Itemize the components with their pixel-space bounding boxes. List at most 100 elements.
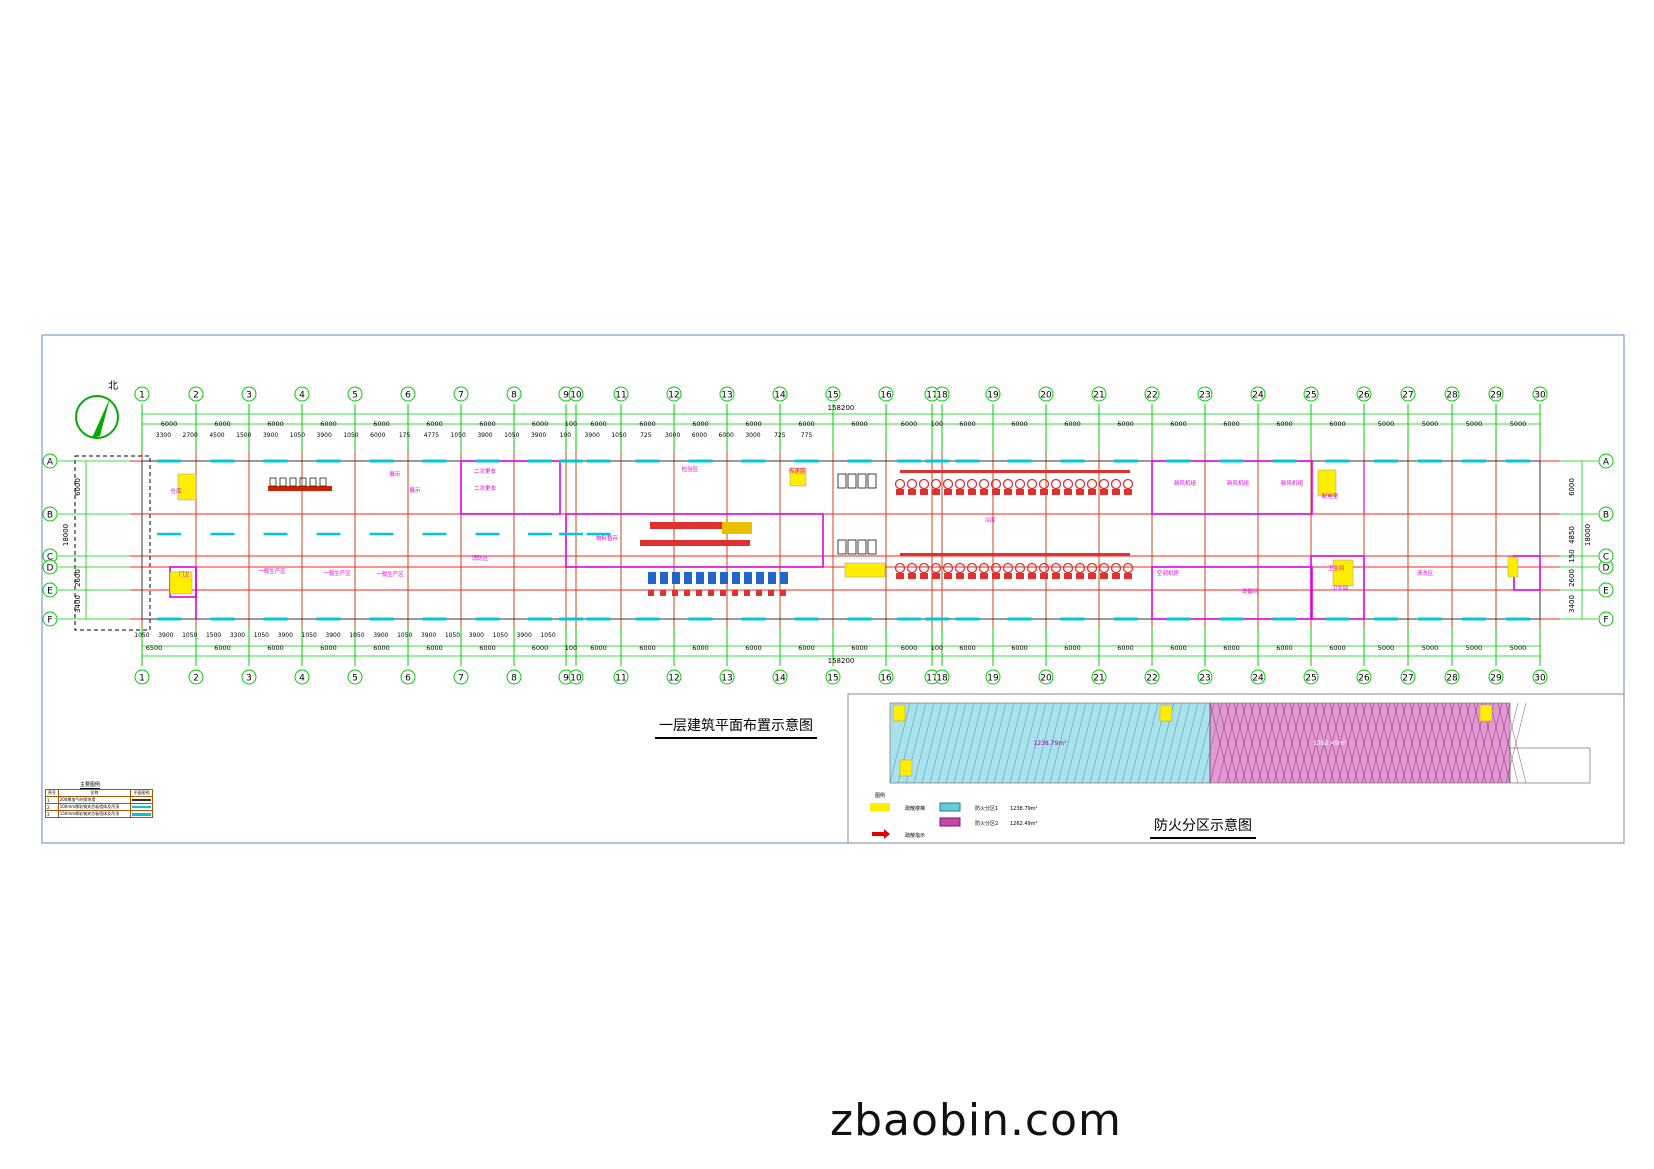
bottom-dim: 6000 xyxy=(1064,644,1081,652)
legend-row: 1 200厚加气砼砌块墙 xyxy=(45,796,154,804)
axis-bubble xyxy=(568,669,584,685)
machine xyxy=(857,473,867,489)
hatch-line xyxy=(1297,702,1319,784)
hatch-line xyxy=(1385,702,1407,784)
main-title: 一层建筑平面布置示意图 xyxy=(655,715,817,739)
filling-machine xyxy=(720,590,726,596)
tank xyxy=(1086,478,1098,490)
top-dim: 6000 xyxy=(959,420,976,428)
legend-header-cell: 名称 xyxy=(57,789,131,797)
exterior-wall xyxy=(141,460,1541,620)
hatch-line xyxy=(1289,702,1311,784)
axis-label: 29 xyxy=(1490,391,1502,401)
axis-bubble xyxy=(1197,386,1213,402)
axis-bubble xyxy=(1598,453,1614,469)
room-label: 二次更衣 xyxy=(474,467,497,475)
axis-label: 30 xyxy=(1534,674,1546,684)
top-sub-dim: 1500 xyxy=(236,432,251,439)
axis-bubble xyxy=(1197,669,1213,685)
axis-bubble xyxy=(506,669,522,685)
axis-label: A xyxy=(47,458,54,468)
tank-base xyxy=(920,573,928,579)
tank-base xyxy=(1028,573,1036,579)
axis-bubble xyxy=(1488,386,1504,402)
machine xyxy=(857,539,867,555)
top-dim: 5000 xyxy=(1422,420,1439,428)
hatch-line xyxy=(1217,702,1239,784)
axis-bubble xyxy=(1250,669,1266,685)
watermark: zbaobin.com xyxy=(830,1095,1122,1146)
bottom-sub-dim: 3900 xyxy=(278,632,293,639)
axis-label: D xyxy=(47,564,54,574)
legend-header-row: 序号 名称 平面图例 xyxy=(45,789,154,797)
hatch-line xyxy=(1089,702,1111,784)
mixer xyxy=(299,477,307,487)
axis-label: 15 xyxy=(827,674,838,684)
hatch-line xyxy=(1249,702,1271,784)
machine xyxy=(867,539,877,555)
hatch-line xyxy=(1281,702,1303,784)
legend-cell: 200厚加气砼砌块墙 xyxy=(57,796,131,804)
axis-label: 19 xyxy=(987,674,999,684)
hatch-line xyxy=(1345,702,1367,784)
hatch-line xyxy=(921,702,943,784)
hatch-line xyxy=(1209,702,1231,784)
filling-machine xyxy=(768,590,774,596)
top-sub-dim: 3300 xyxy=(156,432,171,439)
bottom-dim: 6000 xyxy=(1276,644,1293,652)
bottom-dim: 6000 xyxy=(479,644,496,652)
stair-block xyxy=(1507,556,1519,578)
axis-bubble xyxy=(1356,669,1372,685)
room-label: 物料暂存 xyxy=(596,534,619,542)
axis-bubble xyxy=(985,669,1001,685)
bottom-dim: 6000 xyxy=(901,644,918,652)
hatch-line xyxy=(1417,702,1439,784)
axis-bubble xyxy=(934,669,950,685)
hatch-line xyxy=(1049,702,1071,784)
axis-label: 12 xyxy=(668,674,679,684)
legend-header-cell: 序号 xyxy=(45,789,59,797)
tank-base xyxy=(920,489,928,495)
tank xyxy=(906,478,918,490)
tank-base xyxy=(968,489,976,495)
tank xyxy=(966,562,978,574)
axis-label: 3 xyxy=(246,391,252,401)
tank xyxy=(1002,478,1014,490)
top-dim: 6000 xyxy=(745,420,762,428)
tank xyxy=(894,562,906,574)
axis-label: 17 xyxy=(926,674,937,684)
hatch-line xyxy=(1401,702,1423,784)
bottom-sub-dim: 3900 xyxy=(325,632,340,639)
axis-bubble xyxy=(568,386,584,402)
axis-label: C xyxy=(1603,553,1609,563)
axis-label: 23 xyxy=(1199,674,1210,684)
bottom-sub-dim: 3900 xyxy=(421,632,436,639)
axis-bubble xyxy=(934,386,950,402)
tank xyxy=(1026,478,1038,490)
bottom-dim: 6500 xyxy=(146,644,163,652)
stair-block xyxy=(789,467,807,487)
right-dim: 18000 xyxy=(1584,524,1592,546)
axis-grid: 1122334455667788991010111112121313141415… xyxy=(42,386,1614,685)
hatch-line xyxy=(1321,702,1343,784)
tank-base xyxy=(896,489,904,495)
top-sub-dim: 725 xyxy=(640,432,652,439)
axis-bubble xyxy=(42,453,58,469)
hatch-line xyxy=(1081,702,1103,784)
room-label: 仓库 xyxy=(170,487,182,495)
tank xyxy=(942,562,954,574)
mixer xyxy=(309,477,317,487)
hatch-line xyxy=(937,702,959,784)
axis-label: 3 xyxy=(246,674,252,684)
filling-machine xyxy=(768,572,776,584)
legend-table: 序号 名称 平面图例 1 200厚加气砼砌块墙 2 100mm厚彩钢夹芯板墙体及… xyxy=(45,789,154,818)
axis-bubble xyxy=(1038,386,1054,402)
bottom-sub-dim: 1050 xyxy=(134,632,149,639)
fire-stair xyxy=(1479,704,1493,722)
machine xyxy=(847,539,857,555)
tank xyxy=(1110,478,1122,490)
top-dim: 6000 xyxy=(479,420,496,428)
axis-bubble xyxy=(400,386,416,402)
